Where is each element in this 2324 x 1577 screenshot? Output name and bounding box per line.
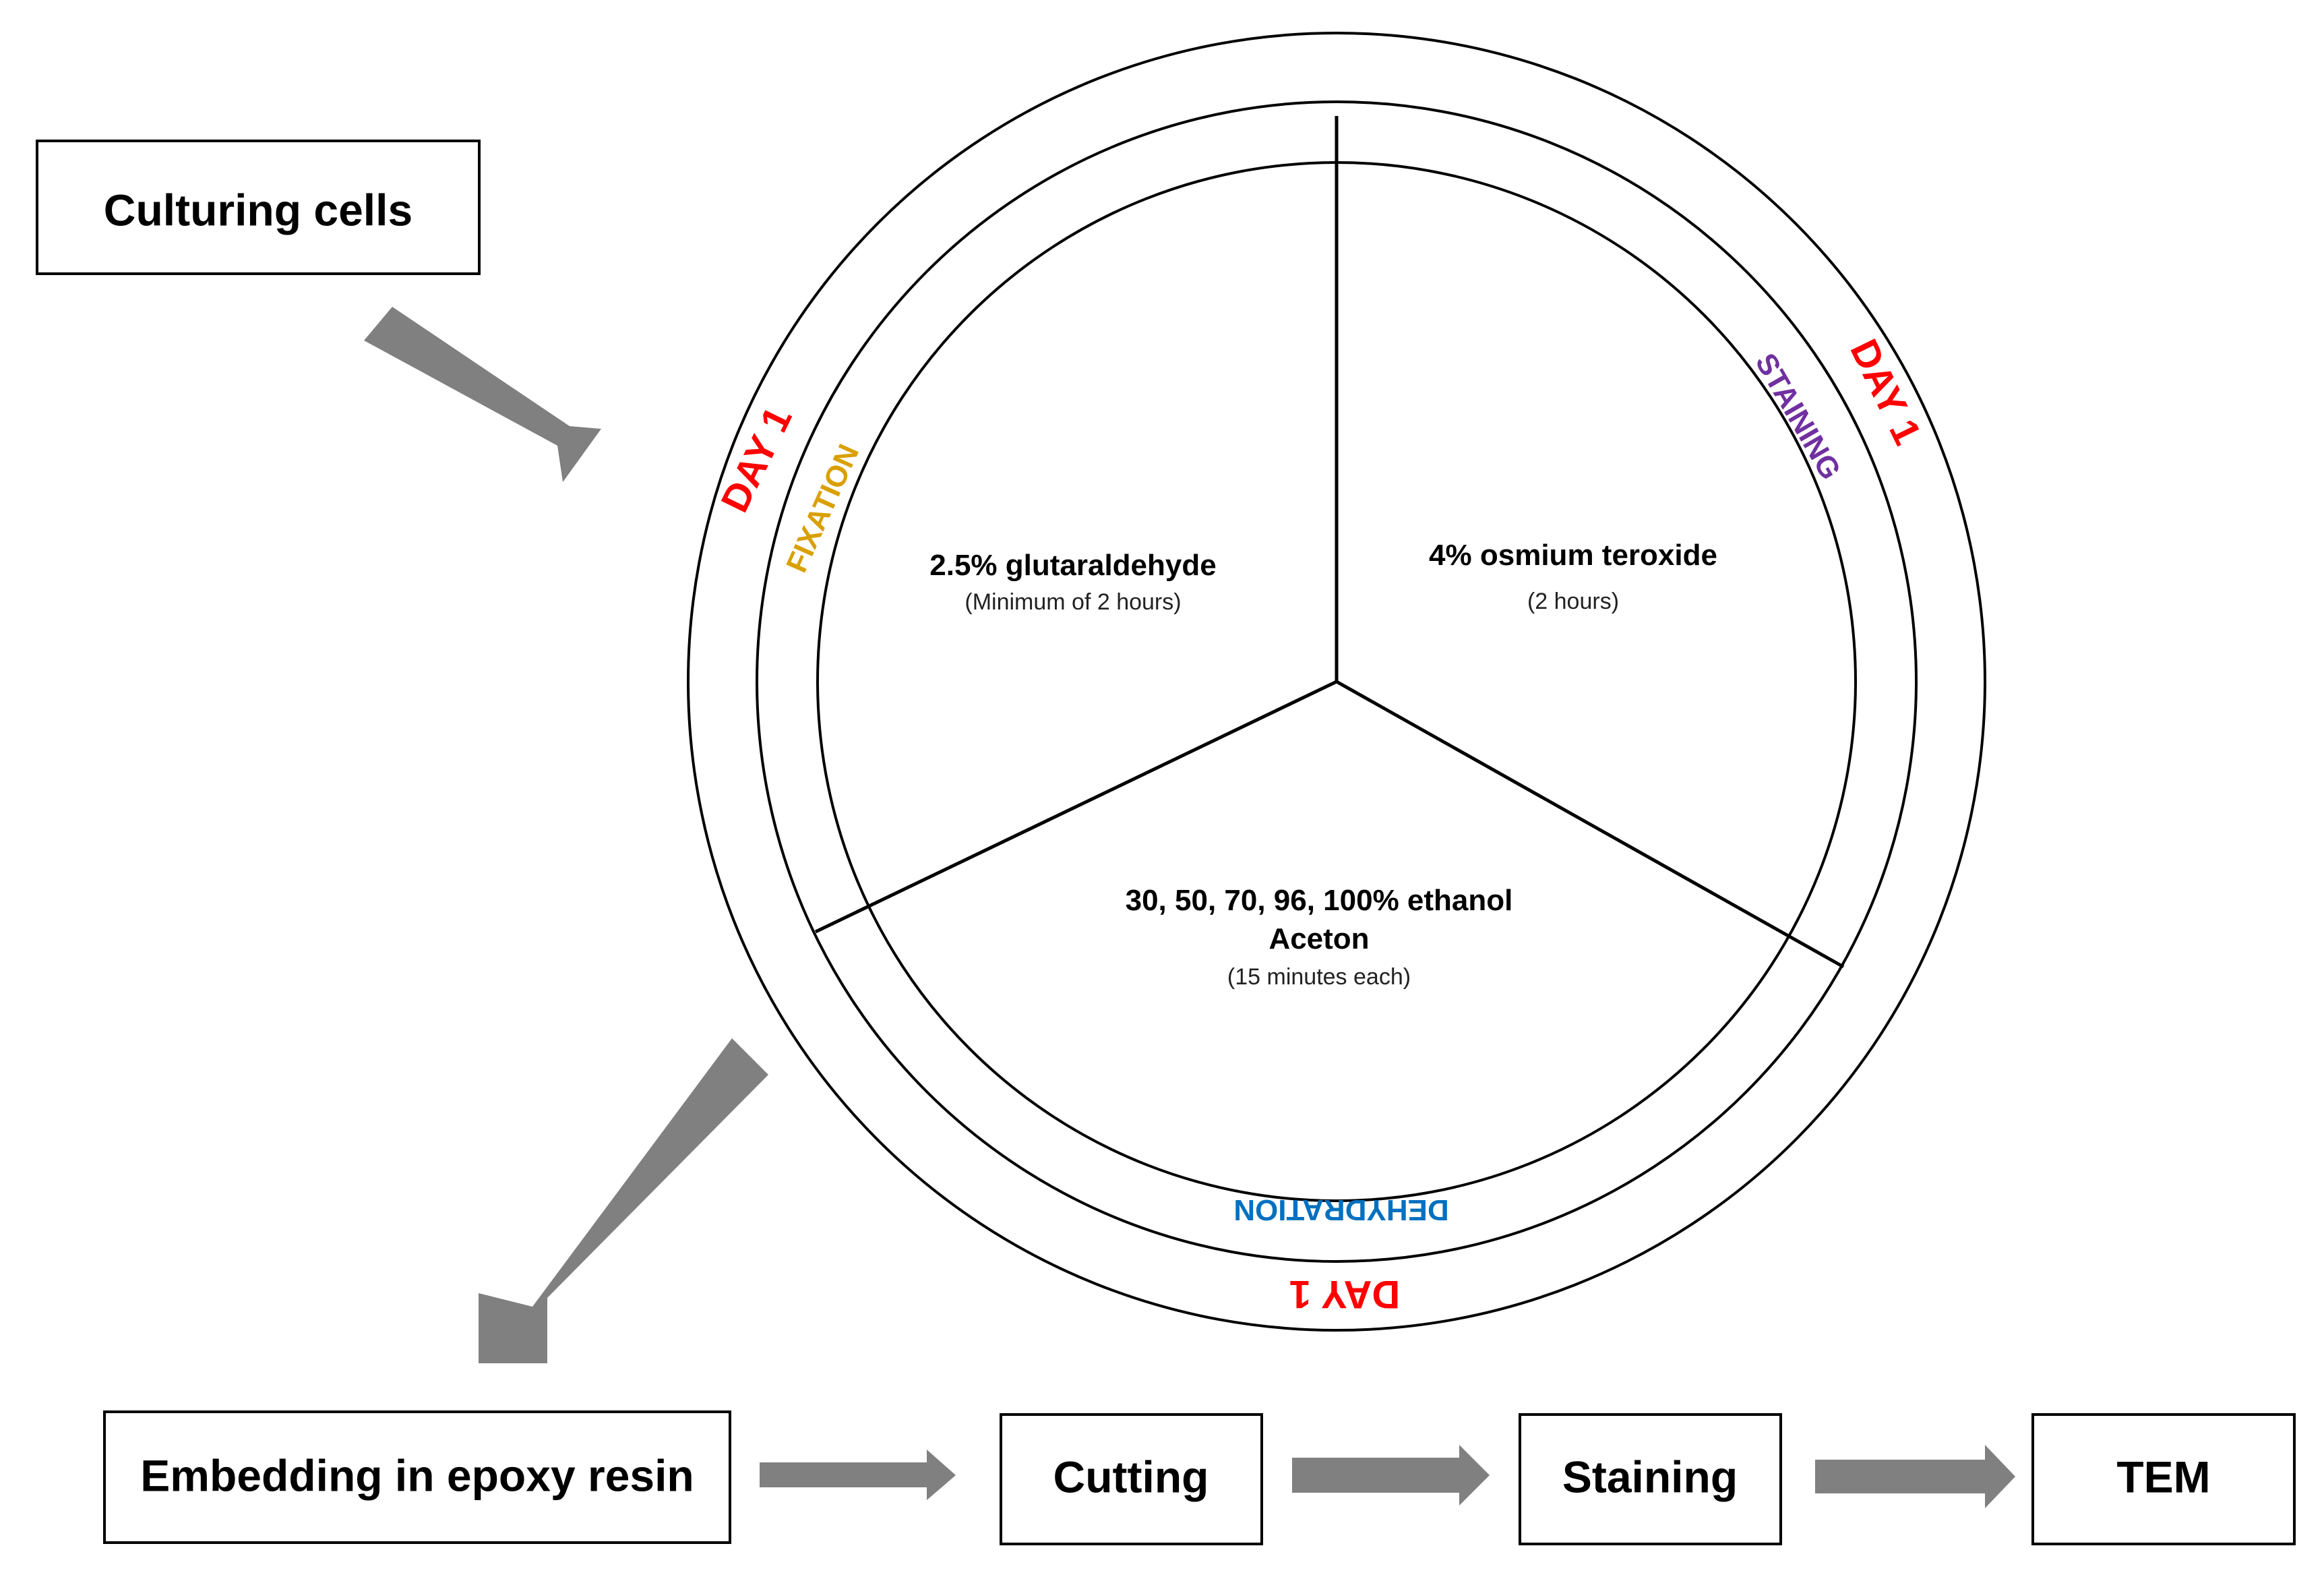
embedding-box: Embedding in epoxy resin [103,1410,731,1544]
staining-phase-label: STAINING [1749,348,1847,485]
process-wheel: 2.5% glutaraldehyde (Minimum of 2 hours)… [687,32,1986,1332]
arrow-cutting-to-staining [1292,1445,1490,1506]
outer-ring [687,32,1986,1332]
day-label-fixation: DAY 1 [712,400,801,518]
tem-label: TEM [2116,1452,2210,1501]
arrow-culturing-to-wheel [364,307,601,482]
culturing-cells-box: Culturing cells [36,140,481,275]
staining-reagent: 4% osmium teroxide [1429,539,1717,572]
dehydration-duration: (15 minutes each) [1227,964,1411,990]
dehydration-reagents: 30, 50, 70, 96, 100% ethanol [1126,884,1513,917]
arrow-embedding-to-cutting [760,1450,956,1500]
culturing-cells-label: Culturing cells [104,185,412,235]
staining-box: Staining [1519,1413,1782,1545]
spoke-lower-right [1335,680,1845,969]
fixation-phase-label: FIXATION [780,440,865,578]
cutting-box: Cutting [1000,1413,1263,1545]
middle-ring [756,100,1918,1263]
spoke-lower-left [814,680,1338,934]
cutting-label: Cutting [1053,1452,1209,1501]
arrow-staining-to-tem [1815,1445,2015,1508]
embedding-label: Embedding in epoxy resin [140,1450,694,1500]
fixation-reagent: 2.5% glutaraldehyde [929,549,1216,582]
staining-label: Staining [1562,1452,1738,1501]
day-label-dehydration: DAY 1 [1289,1272,1400,1316]
fixation-duration: (Minimum of 2 hours) [965,589,1181,615]
dehydration-phase-label: DEHYDRATION [1233,1193,1448,1226]
staining-duration: (2 hours) [1527,589,1619,614]
tem-box: TEM [2031,1413,2296,1545]
dehydration-reagent-2: Aceton [1268,922,1369,955]
arrow-wheel-to-embedding [479,1038,768,1363]
